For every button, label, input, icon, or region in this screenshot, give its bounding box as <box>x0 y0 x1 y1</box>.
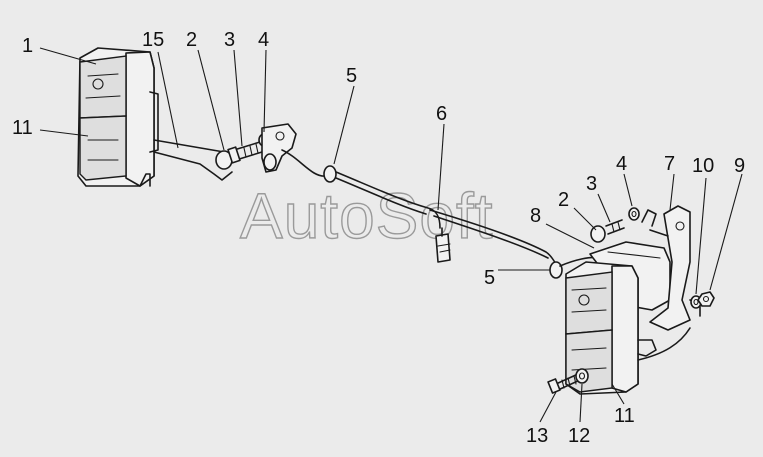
callout-13: 13 <box>526 425 548 447</box>
callout-4-right: 4 <box>616 153 627 175</box>
left-lamp-housing <box>77 47 159 187</box>
stud-right <box>641 209 669 237</box>
cap-right <box>590 225 606 243</box>
callout-2-left: 2 <box>186 29 197 51</box>
washer-right <box>628 207 640 221</box>
callout-5-upper: 5 <box>346 65 357 87</box>
washer-12 <box>575 368 589 384</box>
callout-2-right: 2 <box>558 189 569 211</box>
callout-8: 8 <box>530 205 541 227</box>
callout-7: 7 <box>664 153 675 175</box>
nut-9 <box>697 291 715 307</box>
callout-15: 15 <box>142 29 164 51</box>
callout-12: 12 <box>568 425 590 447</box>
right-lamp-housing <box>565 205 701 395</box>
leader-lines <box>39 47 743 423</box>
callout-4-left: 4 <box>258 29 269 51</box>
callout-6: 6 <box>436 103 447 125</box>
callout-9: 9 <box>734 155 745 177</box>
mounting-tube <box>153 139 233 181</box>
wiring-harness <box>281 149 601 279</box>
screw-13 <box>547 373 581 394</box>
bracket-left <box>261 123 297 173</box>
callout-5-lower: 5 <box>484 267 495 289</box>
callout-3-right: 3 <box>586 173 597 195</box>
callout-10: 10 <box>692 155 714 177</box>
bolt-left <box>227 141 263 164</box>
callout-11-left: 11 <box>12 117 33 139</box>
callout-11-right: 11 <box>614 405 635 427</box>
callout-1: 1 <box>22 35 33 57</box>
bolt-right <box>605 219 625 235</box>
callout-3-left: 3 <box>224 29 235 51</box>
